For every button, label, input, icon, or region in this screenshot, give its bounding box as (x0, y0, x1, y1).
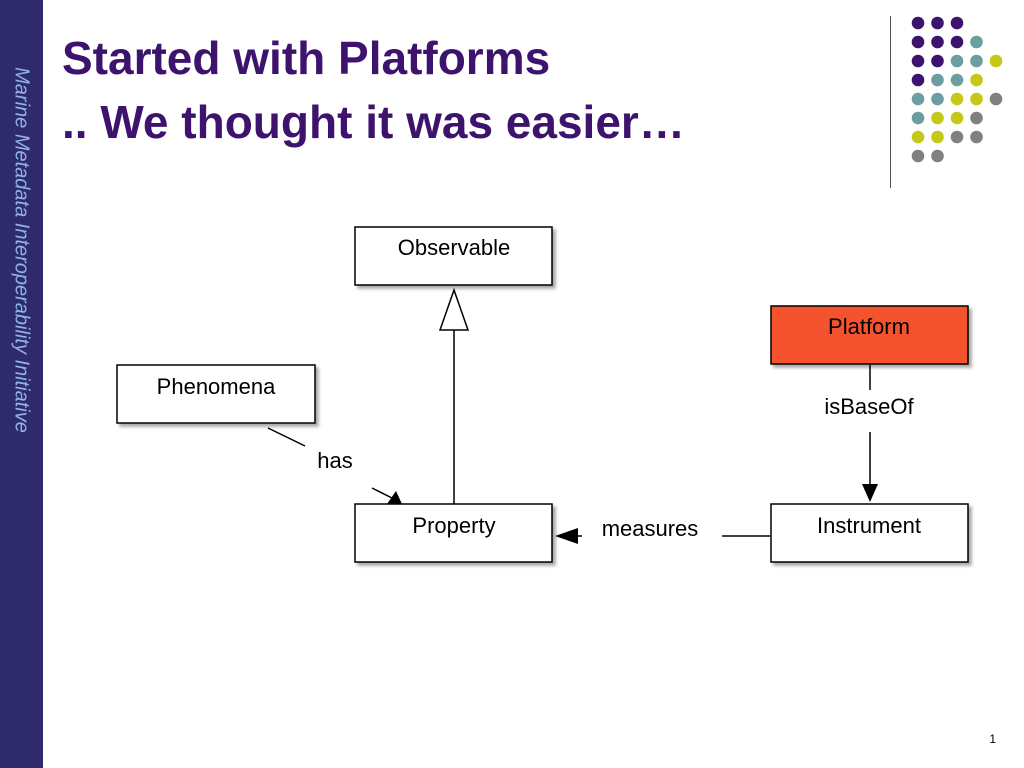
phenomena-label: Phenomena (157, 374, 276, 399)
has-label: has (317, 448, 352, 473)
generalization-arrowhead (438, 287, 470, 331)
property-class: Property (354, 503, 553, 563)
measures-label: measures (602, 516, 699, 541)
has-line-start (267, 427, 306, 447)
observable-label: Observable (398, 235, 511, 260)
has-line-end (371, 487, 393, 499)
platform-class: Platform (770, 305, 969, 365)
phenomena-class: Phenomena (116, 364, 316, 424)
instrument-class: Instrument (770, 503, 969, 563)
property-label: Property (412, 513, 495, 538)
has-arrowhead (387, 491, 402, 504)
instrument-label: Instrument (817, 513, 921, 538)
isbaseof-label: isBaseOf (824, 394, 914, 419)
isbaseof-arrowhead (862, 484, 878, 502)
sidebar-band: Marine Metadata Interoperability Initiat… (0, 0, 43, 768)
observable-class: Observable (354, 226, 553, 286)
title-line-2: .. We thought it was easier… (62, 96, 685, 148)
platform-label: Platform (828, 314, 910, 339)
page-number: 1 (989, 732, 996, 746)
title-divider (890, 16, 891, 188)
title-line-1: Started with Platforms (62, 32, 551, 84)
slide-title: Started with Platforms .. We thought it … (62, 26, 685, 154)
measures-arrowhead (555, 528, 578, 544)
